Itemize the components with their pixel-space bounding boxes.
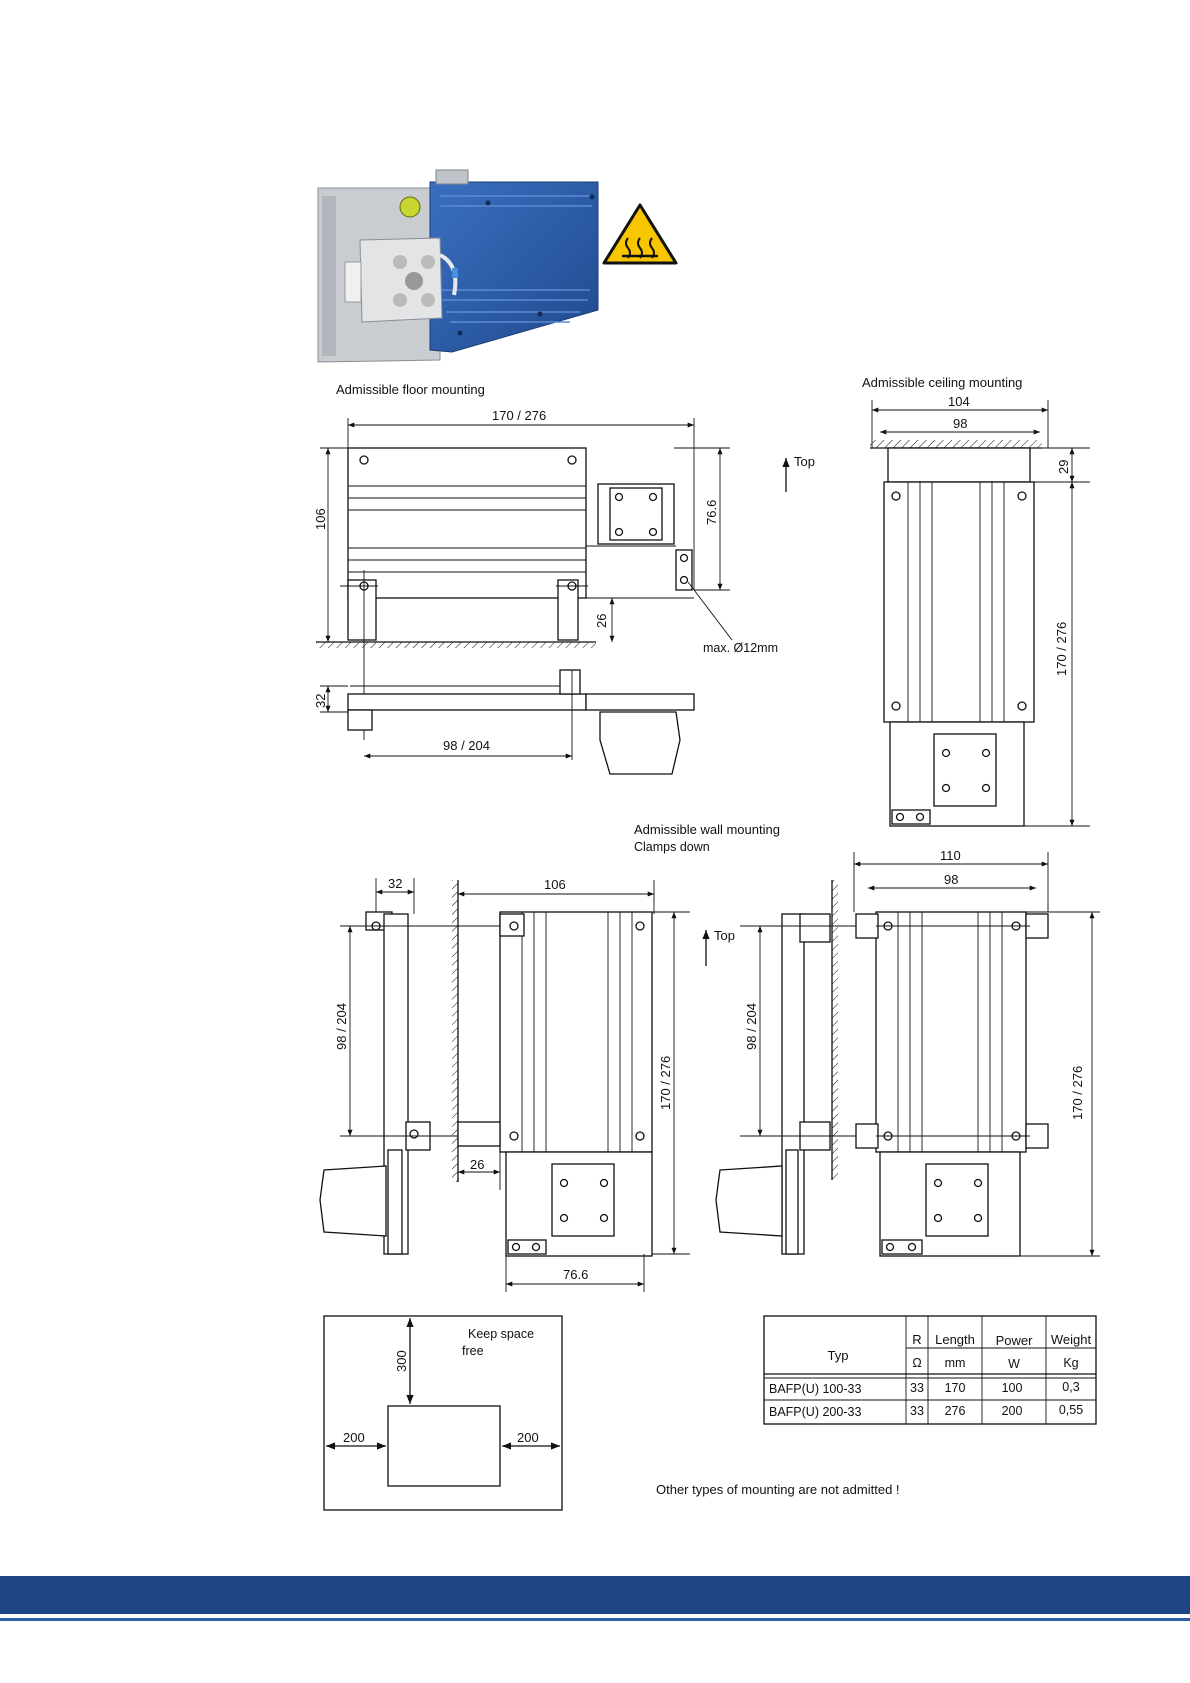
- table-row-2-r: 33: [910, 1404, 924, 1418]
- wall-clamp-dim: 76.6: [563, 1267, 588, 1282]
- clamps-down-label: Clamps down: [634, 840, 710, 854]
- wall2-length-dim: 170 / 276: [1070, 1066, 1085, 1120]
- table-row-2-typ: BAFP(U) 200-33: [769, 1405, 861, 1419]
- table-row-1-weight: 0,3: [1062, 1380, 1079, 1394]
- footer-line: [0, 1618, 1190, 1621]
- table-unit-length: mm: [945, 1356, 966, 1370]
- table-unit-weight: Kg: [1063, 1356, 1078, 1370]
- spec-table: Typ R Length Power Weight Ω mm W Kg BAFP…: [763, 1315, 1097, 1425]
- space-right-dim: 200: [517, 1430, 539, 1445]
- wall-foot-dim: 26: [470, 1157, 484, 1172]
- wall2-outer-dim: 110: [940, 848, 961, 863]
- table-row-1-length: 170: [945, 1381, 966, 1395]
- floor-mounting-drawing: Admissible floor mounting 170 / 276 106 …: [313, 382, 815, 775]
- wall-mounting-label: Admissible wall mounting: [634, 822, 780, 837]
- table-header-r: R: [912, 1332, 921, 1347]
- table-header-power: Power: [996, 1333, 1034, 1348]
- floor-hole-dim: 98 / 204: [443, 738, 490, 753]
- footer-band: [0, 1576, 1190, 1614]
- clearance-diagram: 300 200 200 Keep space free: [323, 1315, 563, 1511]
- wall2-holes-dim: 98 / 204: [744, 1003, 759, 1050]
- hot-surface-warning-icon: [602, 203, 678, 265]
- floor-mounting-label: Admissible floor mounting: [336, 382, 485, 397]
- floor-clamp-dim: 76.6: [704, 500, 719, 525]
- wall-mounting-right-drawing: 110 98 98 / 204 170 / 276: [715, 848, 1100, 1257]
- keep-space-label-2: free: [462, 1344, 484, 1358]
- table-header-length: Length: [935, 1332, 975, 1347]
- table-row-1-r: 33: [910, 1381, 924, 1395]
- keep-space-label-1: Keep space: [468, 1327, 534, 1341]
- max-hole-label: max. Ø12mm: [703, 641, 778, 655]
- floor-top-label: Top: [794, 454, 815, 469]
- table-row-1-power: 100: [1002, 1381, 1023, 1395]
- table-row-2-power: 200: [1002, 1404, 1023, 1418]
- product-photo: [317, 169, 599, 363]
- table-unit-power: W: [1008, 1357, 1020, 1371]
- ceiling-outer-dim: 104: [948, 394, 970, 409]
- ceiling-gap-dim: 29: [1056, 460, 1071, 474]
- space-top-dim: 300: [394, 1350, 409, 1372]
- table-row-2-weight: 0,55: [1059, 1403, 1083, 1417]
- ceiling-inner-dim: 98: [953, 416, 967, 431]
- wall-length-dim: 170 / 276: [658, 1056, 673, 1110]
- space-left-dim: 200: [343, 1430, 365, 1445]
- wall2-inner-dim: 98: [944, 872, 958, 887]
- not-admitted-note: Other types of mounting are not admitted…: [656, 1482, 900, 1497]
- table-row-1-typ: BAFP(U) 100-33: [769, 1382, 861, 1396]
- wall-mounting-left-drawing: 32 106 98 / 204: [319, 876, 735, 1292]
- ceiling-mounting-drawing: Admissible ceiling mounting 104 98 29 17…: [862, 375, 1090, 827]
- wall-depth-dim: 32: [388, 876, 402, 891]
- table-row-2-length: 276: [945, 1404, 966, 1418]
- floor-height-dim: 106: [313, 508, 328, 530]
- ceiling-mounting-label: Admissible ceiling mounting: [862, 375, 1022, 390]
- table-unit-r: Ω: [912, 1356, 921, 1370]
- floor-length-dim: 170 / 276: [492, 408, 546, 423]
- wall-top-label: Top: [714, 928, 735, 943]
- wall-height-dim: 106: [544, 877, 566, 892]
- floor-foot-dim: 26: [594, 614, 609, 628]
- ceiling-length-dim: 170 / 276: [1054, 622, 1069, 676]
- wall-holes-dim: 98 / 204: [334, 1003, 349, 1050]
- table-header-weight: Weight: [1051, 1332, 1092, 1347]
- table-typ-header: Typ: [828, 1348, 849, 1363]
- floor-depth-dim: 32: [313, 694, 328, 708]
